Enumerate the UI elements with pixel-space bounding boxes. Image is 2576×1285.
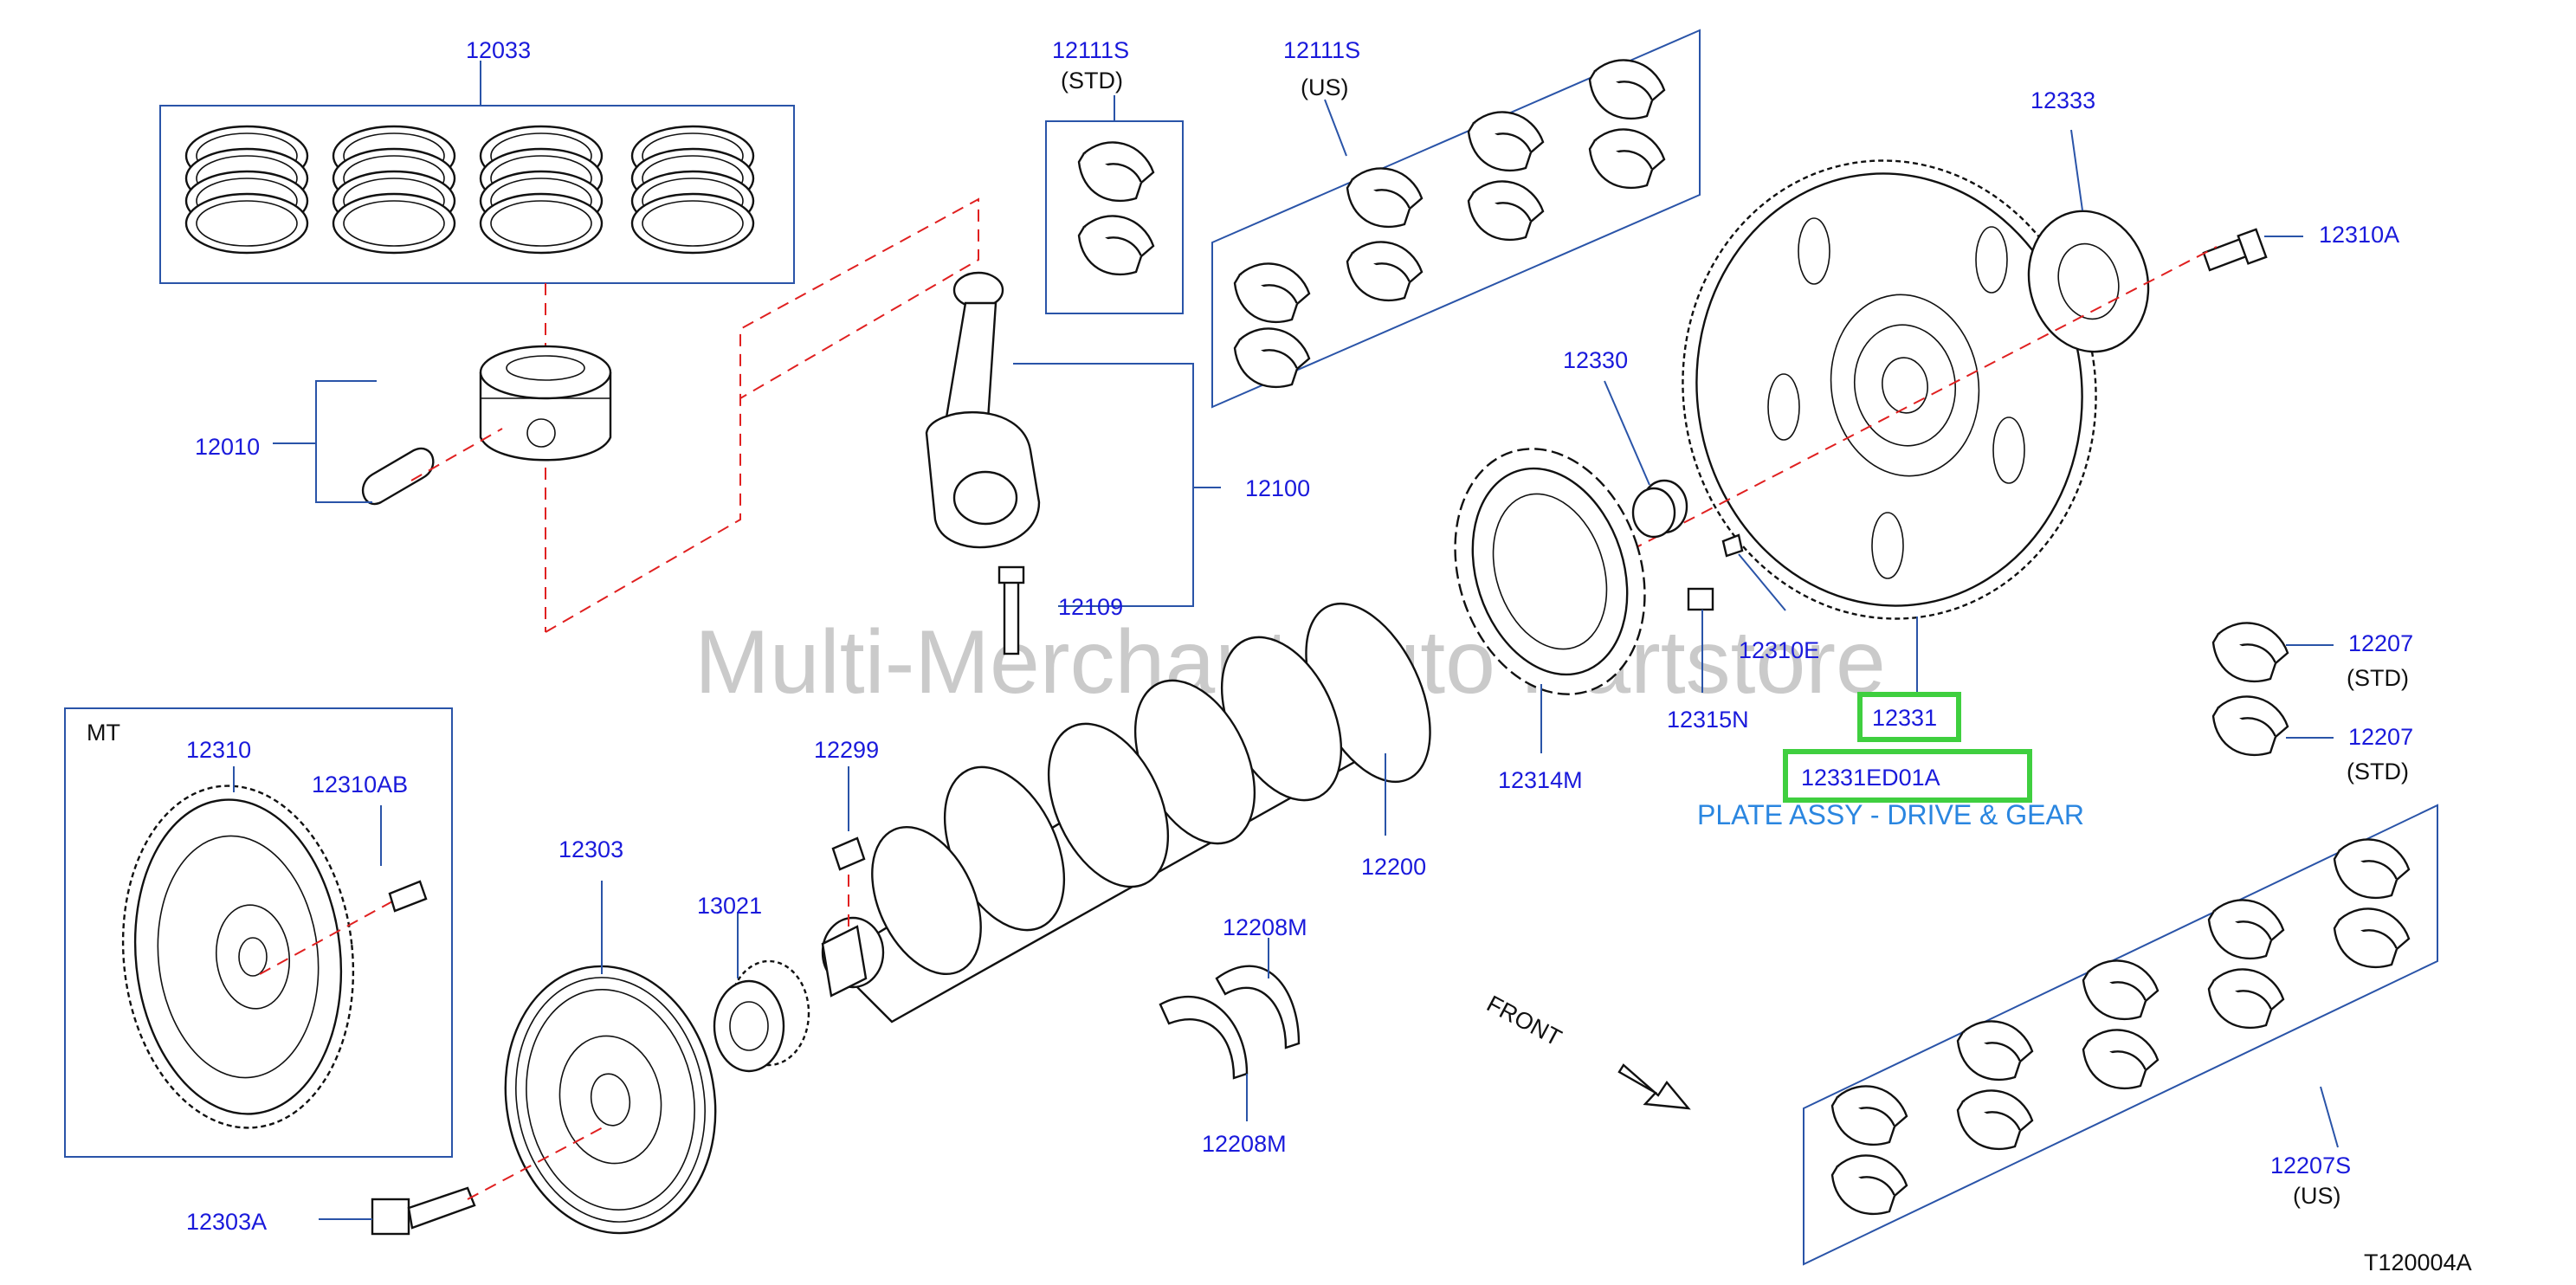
callout-12303a[interactable]: 12303A — [186, 1209, 267, 1235]
callout-12033[interactable]: 12033 — [466, 37, 531, 63]
callout-12333[interactable]: 12333 — [2030, 87, 2095, 113]
callout-12207-std-2[interactable]: 12207 — [2348, 724, 2413, 750]
callout-12200[interactable]: 12200 — [1361, 854, 1426, 880]
crankshaft — [821, 602, 1431, 1023]
mt-label: MT — [87, 720, 120, 746]
callout-12310ab[interactable]: 12310AB — [312, 772, 408, 797]
highlight-description: PLATE ASSY - DRIVE & GEAR — [1697, 799, 2084, 830]
pilot-bushing — [1604, 380, 1688, 539]
callout-12207-std-1[interactable]: 12207 — [2348, 630, 2413, 656]
callout-12303[interactable]: 12303 — [558, 836, 623, 862]
drive-plate — [1682, 159, 2097, 693]
callout-12111s-std-sub: (STD) — [1061, 68, 1123, 94]
highlight-box-part-no[interactable] — [1857, 692, 1961, 742]
mt-flywheel-group — [64, 707, 453, 1158]
reinforcement-plate — [2027, 129, 2150, 353]
callout-12314m[interactable]: 12314M — [1498, 767, 1583, 793]
woodruff-key — [831, 766, 866, 927]
callout-12315n[interactable]: 12315N — [1667, 707, 1749, 733]
flywheel-bolt — [2202, 228, 2303, 272]
highlighted-part[interactable]: 12331 12331ED01A PLATE ASSY - DRIVE & GE… — [1697, 692, 2084, 830]
piston — [273, 283, 612, 632]
main-bearings-us — [1803, 804, 2438, 1266]
callout-12207-std-1-sub: (STD) — [2347, 665, 2409, 691]
signal-plate — [1454, 448, 1646, 753]
callout-12109[interactable]: 12109 — [1058, 594, 1123, 620]
dashed-guide — [545, 197, 979, 633]
callout-13021[interactable]: 13021 — [697, 893, 762, 919]
callout-12010[interactable]: 12010 — [195, 434, 260, 460]
connecting-rod — [925, 271, 1221, 655]
callout-12310e[interactable]: 12310E — [1739, 637, 1819, 663]
callout-12330[interactable]: 12330 — [1563, 347, 1628, 373]
signal-plate-bolt — [1687, 587, 1714, 693]
thrust-washers — [1159, 938, 1301, 1121]
highlight-box-catalog-no[interactable] — [1783, 749, 2032, 803]
crank-pulley — [504, 881, 717, 1235]
callout-12207s-us[interactable]: 12207S — [2270, 1153, 2351, 1178]
callout-12111s-us-sub: (US) — [1301, 74, 1349, 100]
pulley-bolt — [319, 1125, 607, 1236]
callout-12208m-1[interactable]: 12208M — [1223, 914, 1307, 940]
callout-12299[interactable]: 12299 — [814, 737, 879, 763]
main-bearings-std — [2211, 622, 2334, 757]
highlight-catalog-no[interactable]: 12331ED01A — [1801, 765, 1940, 791]
axis-line — [1488, 246, 2218, 624]
highlight-part-no[interactable]: 12331 — [1872, 705, 1937, 731]
crank-sprocket — [713, 912, 810, 1073]
callout-12208m-2[interactable]: 12208M — [1202, 1131, 1287, 1157]
bearing-set-std — [1045, 95, 1184, 314]
diagram-code: T120004A — [2364, 1249, 2472, 1275]
piston-rings — [159, 61, 795, 284]
dowel-pin — [1721, 533, 1786, 611]
bearing-set-us — [1211, 29, 1701, 409]
callout-12111s-us[interactable]: 12111S — [1283, 37, 1360, 63]
callout-12100[interactable]: 12100 — [1245, 475, 1310, 501]
callout-12111s-std[interactable]: 12111S — [1052, 37, 1129, 63]
front-arrow-icon — [1617, 1063, 1691, 1110]
callout-12207-std-2-sub: (STD) — [2347, 759, 2409, 785]
front-label: FRONT — [1482, 991, 1566, 1051]
callout-12207s-us-sub: (US) — [2293, 1183, 2341, 1209]
callout-12310a[interactable]: 12310A — [2319, 222, 2399, 248]
callout-12310[interactable]: 12310 — [186, 737, 251, 763]
